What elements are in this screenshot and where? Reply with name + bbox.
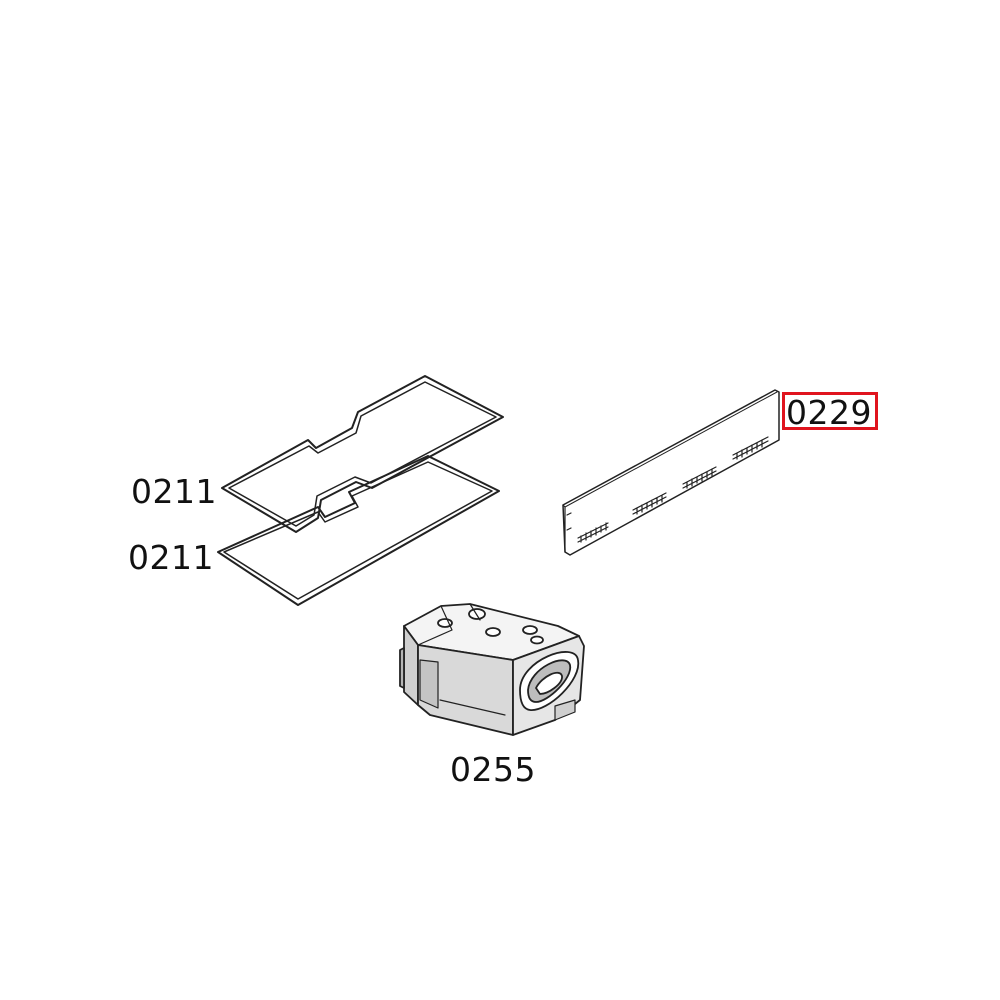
part-number-module: 0255 — [450, 750, 536, 789]
part-number-control-board: 0229 — [786, 393, 872, 432]
gasket-top-drawing — [221, 375, 504, 533]
control-board-drawing — [562, 389, 780, 556]
part-number-gasket-top: 0211 — [131, 472, 217, 511]
part-number-gasket-bottom: 0211 — [128, 538, 214, 577]
module-drawing — [399, 603, 585, 736]
highlight-box — [782, 392, 878, 430]
board-connectors — [566, 436, 769, 543]
gasket-bottom-drawing — [217, 455, 500, 606]
